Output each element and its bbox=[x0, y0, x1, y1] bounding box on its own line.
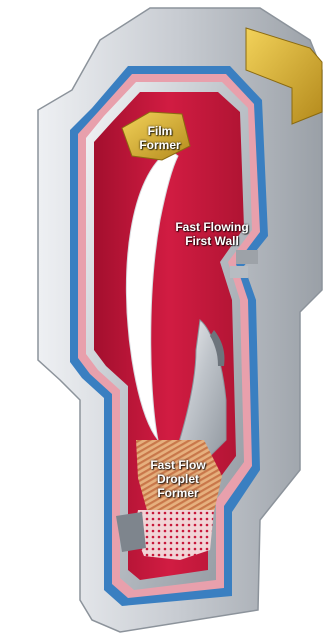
film-former-label: Film Former bbox=[128, 124, 192, 152]
droplet-former-label: Fast Flow Droplet Former bbox=[140, 458, 216, 500]
first-wall-label: Fast Flowing First Wall bbox=[160, 220, 264, 248]
droplet-former-label-line1: Fast Flow bbox=[140, 458, 216, 472]
right-step-upper bbox=[236, 250, 258, 264]
droplet-former-label-line3: Former bbox=[140, 486, 216, 500]
first-wall-label-line2: First Wall bbox=[160, 234, 264, 248]
film-former-label-line1: Film bbox=[128, 124, 192, 138]
right-step-lower bbox=[230, 266, 248, 278]
droplet-former-dots bbox=[134, 510, 214, 560]
first-wall-label-line1: Fast Flowing bbox=[160, 220, 264, 234]
film-former-label-line2: Former bbox=[128, 138, 192, 152]
droplet-former-label-line2: Droplet bbox=[140, 472, 216, 486]
